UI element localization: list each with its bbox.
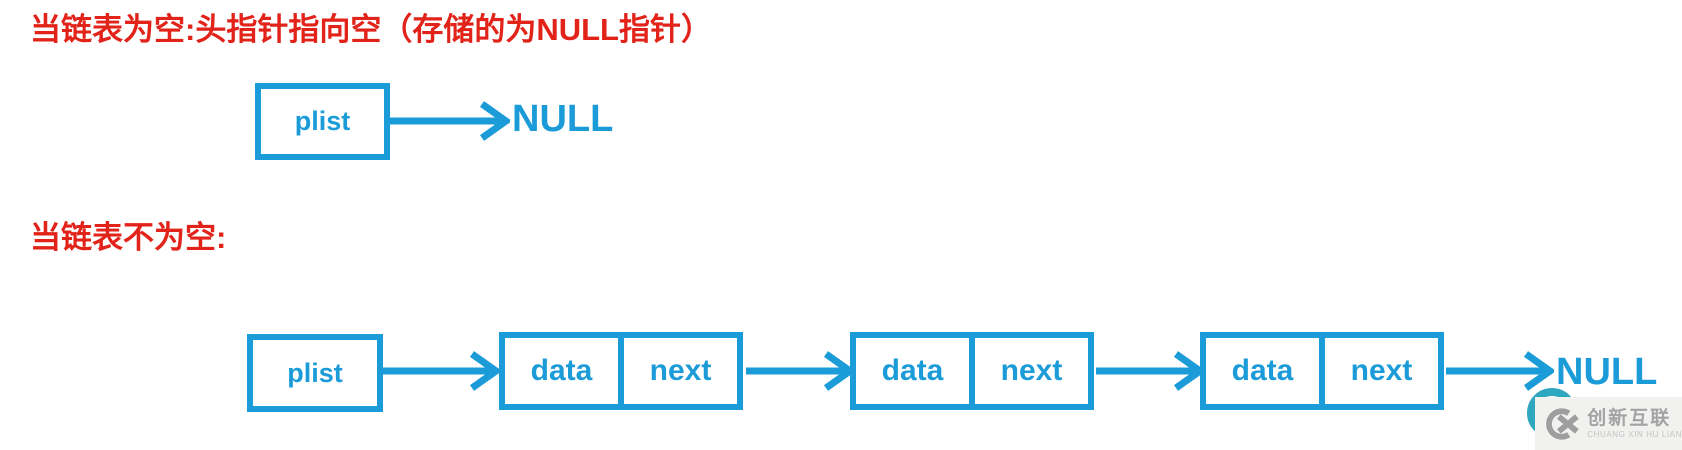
node-data-label: data — [530, 354, 593, 387]
nonempty-list-heading: 当链表不为空: — [30, 220, 227, 255]
node-data-label: data — [1231, 354, 1294, 387]
watermark-text: 创新互联 CHUANG XIN HU LIAN — [1587, 409, 1682, 439]
empty-list-heading: 当链表为空:头指针指向空（存储的为NULL指针） — [30, 12, 712, 47]
node-data-cell: data — [1200, 332, 1325, 410]
watermark-brand-en: CHUANG XIN HU LIAN — [1587, 429, 1682, 439]
list-node: data next — [1200, 332, 1444, 410]
pointer-arrow-icon — [746, 351, 854, 391]
plist-pointer-box: plist — [247, 334, 383, 412]
pointer-arrow-icon — [1446, 351, 1554, 391]
null-label: NULL — [512, 98, 614, 140]
node-next-cell: next — [618, 332, 743, 410]
watermark: 创新互联 CHUANG XIN HU LIAN — [1535, 397, 1682, 450]
node-data-label: data — [881, 354, 944, 387]
pointer-arrow-icon — [1096, 351, 1204, 391]
list-node: data next — [850, 332, 1094, 410]
cx-logo-icon — [1546, 407, 1579, 440]
node-next-label: next — [649, 354, 712, 387]
pointer-arrow-icon — [388, 101, 510, 141]
list-node: data next — [499, 332, 743, 410]
node-data-cell: data — [850, 332, 975, 410]
plist-pointer-label: plist — [294, 106, 351, 136]
pointer-arrow-icon — [380, 351, 500, 391]
plist-pointer-box: plist — [255, 83, 390, 160]
node-next-cell: next — [969, 332, 1094, 410]
plist-pointer-label: plist — [287, 357, 343, 388]
node-next-label: next — [1000, 354, 1063, 387]
null-label: NULL — [1556, 351, 1658, 393]
node-data-cell: data — [499, 332, 624, 410]
node-next-label: next — [1350, 354, 1413, 387]
node-next-cell: next — [1319, 332, 1444, 410]
watermark-brand-cn: 创新互联 — [1587, 407, 1672, 429]
